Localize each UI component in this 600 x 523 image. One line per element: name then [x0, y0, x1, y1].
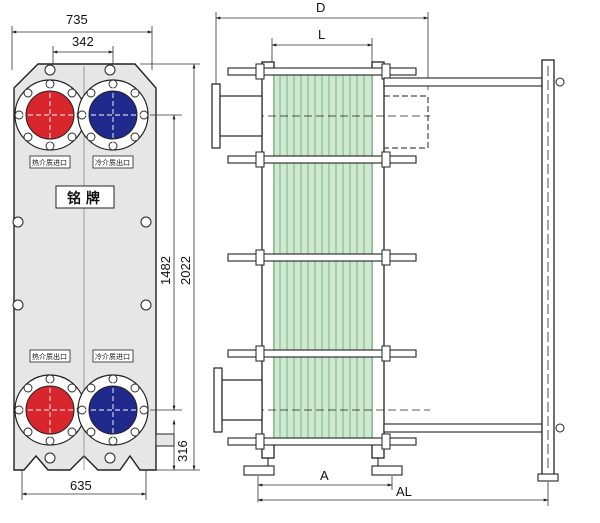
port-cold-bottom	[77, 374, 149, 446]
dim-overall-width: 735	[11, 12, 153, 70]
dim-al: AL	[257, 482, 549, 506]
dim-l-label: L	[318, 27, 325, 42]
foot-pressure	[371, 465, 403, 476]
nameplate-box	[55, 185, 115, 209]
hot-port-fill	[25, 90, 75, 140]
side-view: D L	[211, 0, 565, 506]
dim-d-label: D	[316, 0, 325, 15]
dim-l: L	[271, 27, 373, 62]
dim-342-label: 342	[72, 34, 94, 49]
dim-316-label: 316	[175, 440, 190, 462]
port-hot-bottom	[14, 374, 86, 446]
dim-1482-label: 1482	[158, 256, 173, 285]
dim-overall-height: 2022	[140, 63, 200, 471]
nameplate-label: 铭 牌	[67, 190, 100, 207]
dim-a-label: A	[320, 468, 329, 483]
dim-2022-label: 2022	[178, 256, 193, 285]
dim-vertical-ports: 1482	[150, 114, 182, 411]
dim-635-label: 635	[70, 478, 92, 493]
dim-a: A	[257, 468, 393, 502]
label-cold-medium-bottom: 冷介质进口	[95, 352, 130, 361]
label-hot-medium-bottom: 热介质出口	[32, 352, 67, 361]
cold-port-fill	[88, 90, 138, 140]
bottom-stub	[155, 433, 175, 447]
dim-d: D	[215, 0, 429, 90]
label-hot-medium-top: 热介质进口	[32, 158, 67, 167]
dim-bottom-port: 316	[172, 419, 190, 471]
nozzle-top	[211, 83, 263, 149]
bolt-nuts	[255, 63, 391, 450]
dim-foot-width: 635	[21, 470, 147, 500]
front-view: 735 342	[11, 12, 200, 500]
dim-al-label: AL	[396, 484, 412, 499]
tie-bolts	[227, 67, 417, 446]
support-column	[537, 59, 565, 482]
label-cold-medium-top: 冷介质出口	[95, 158, 130, 167]
nozzle-bottom	[213, 367, 263, 433]
dim-port-spacing: 342	[52, 34, 114, 70]
port-cold-top	[77, 79, 149, 151]
port-hot-top	[14, 79, 86, 151]
foot-fixed	[243, 465, 275, 476]
side-bolt-holes	[12, 64, 152, 464]
dim-735-label: 735	[66, 12, 88, 27]
